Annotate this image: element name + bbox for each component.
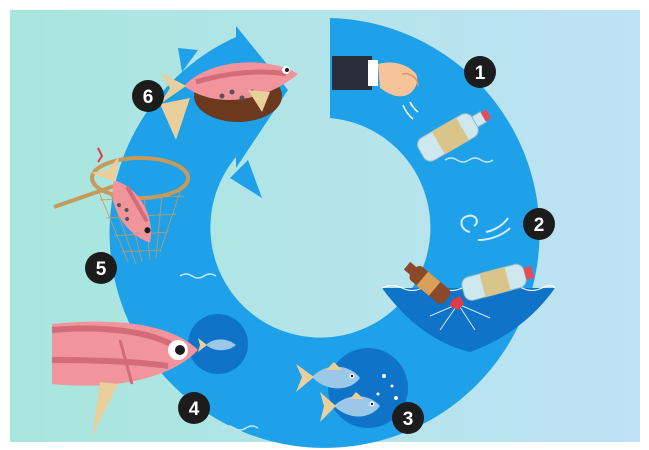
big-fish <box>51 321 198 436</box>
big-fish-eating-small-fish-icon <box>51 314 248 436</box>
plastic-fragment <box>450 296 464 310</box>
step-number-6: 6 <box>143 87 154 108</box>
bottles-in-sea-icon <box>381 214 556 352</box>
step-badge-3: 3 <box>392 402 424 434</box>
step-number-1: 1 <box>475 63 486 84</box>
big-fish-fin <box>92 382 118 436</box>
step-badge-2: 2 <box>523 208 555 240</box>
step-number-3: 3 <box>403 409 414 430</box>
water-lines <box>179 157 494 431</box>
step-badge-6: 6 <box>132 80 164 112</box>
plastic-bottle-icon <box>416 109 492 162</box>
small-fish-lower <box>320 392 380 422</box>
netted-fish <box>91 156 152 243</box>
tiny-fish <box>198 338 236 352</box>
step-badge-5: 5 <box>85 252 117 284</box>
step-number-4: 4 <box>189 399 200 420</box>
step-badge-4: 4 <box>178 392 210 424</box>
fish-served-on-plate-icon <box>160 62 298 140</box>
fish-caught-in-net-icon <box>53 147 190 265</box>
step-badges: 1 2 3 4 5 6 <box>85 56 555 434</box>
shirt-cuff <box>368 60 378 86</box>
small-fish-eating-microplastic-icon <box>296 348 408 428</box>
small-fish-upper <box>296 362 360 392</box>
step-number-5: 5 <box>96 259 107 280</box>
hand-dropping-bottle-icon <box>332 56 492 162</box>
wind-swirl-icon <box>460 214 511 241</box>
step-number-2: 2 <box>534 215 545 236</box>
bait-hook <box>97 147 104 163</box>
suit-sleeve <box>332 56 372 90</box>
step-badge-1: 1 <box>464 56 496 88</box>
net-handle <box>53 182 121 209</box>
cooked-fish <box>160 62 298 140</box>
clear-bottle-icon <box>461 263 535 301</box>
brown-bottle-icon <box>403 261 451 304</box>
